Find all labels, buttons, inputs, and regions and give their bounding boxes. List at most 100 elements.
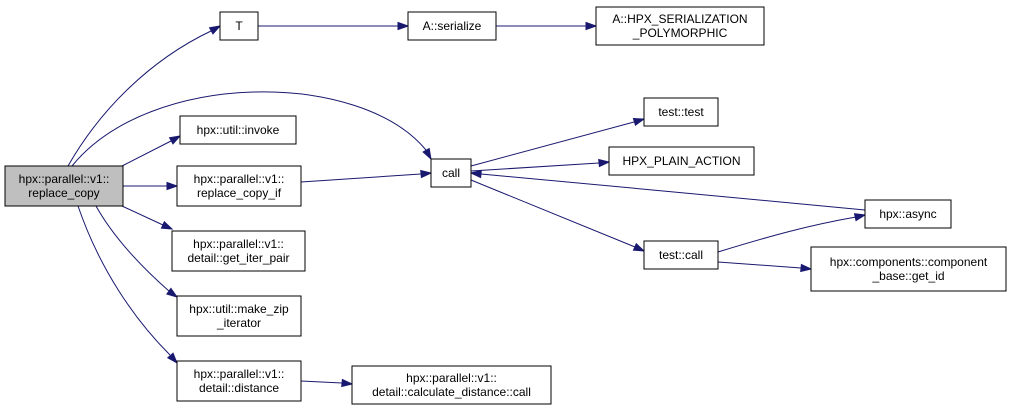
edge-layer (67, 21, 867, 388)
node-label-line: HPX_PLAIN_ACTION (622, 154, 740, 168)
node-box (176, 360, 302, 402)
node-getid[interactable]: hpx::components::component_base::get_id (810, 246, 1007, 292)
node-box (608, 146, 755, 176)
edge-line (470, 162, 600, 172)
node-label-line: _POLYMORPHIC (632, 26, 728, 40)
arrowhead (208, 25, 222, 35)
node-label-line: _iterator (216, 316, 261, 330)
node-label-line: replace_copy_if (197, 186, 282, 200)
node-label-line: hpx::parallel::v1:: (193, 237, 284, 251)
edge-serialize-to-hpxser (496, 21, 598, 31)
edge-root-to-distance (77, 205, 178, 365)
node-label-line: detail::distance (199, 381, 279, 395)
edge-root-to-T (67, 25, 222, 167)
edge-line (717, 261, 802, 269)
node-box (176, 295, 302, 337)
node-testcall[interactable]: test::call (643, 240, 719, 270)
node-label-line: hpx::components::component (830, 255, 988, 269)
node-box (4, 165, 124, 207)
edge-call-to-testcall (470, 179, 646, 252)
arrowhead (800, 263, 813, 273)
arrowhead (585, 21, 598, 31)
edge-root-to-call (71, 91, 432, 167)
node-label-line: A::HPX_SERIALIZATION (612, 12, 747, 26)
arrowhead (166, 352, 178, 365)
arrowhead (166, 287, 179, 298)
arrowhead (160, 220, 174, 230)
node-label-line: hpx::async (879, 207, 936, 221)
edge-async-to-call (469, 169, 866, 211)
arrowhead (341, 378, 354, 388)
arrowhead (853, 213, 867, 222)
node-box (176, 165, 302, 207)
arrowhead (598, 158, 611, 168)
edge-root-to-iterpair (121, 205, 174, 230)
node-plain[interactable]: HPX_PLAIN_ACTION (608, 146, 755, 176)
edge-line (300, 380, 343, 384)
edge-line (470, 121, 635, 167)
node-calcdist[interactable]: hpx::parallel::v1::detail::calculate_dis… (351, 365, 552, 405)
edge-testcall-to-async (717, 213, 867, 253)
node-invoke[interactable]: hpx::util::invoke (179, 115, 297, 145)
node-box (219, 11, 259, 41)
node-label-line: _base::get_id (871, 269, 944, 283)
node-label-line: call (442, 166, 460, 180)
arrowhead (166, 181, 179, 191)
node-box (351, 365, 552, 405)
node-layer: hpx::parallel::v1::replace_copy T A::seria… (4, 6, 1007, 405)
node-T[interactable]: T (219, 11, 259, 41)
arrowhead (632, 242, 646, 252)
node-serialize[interactable]: A::serialize (407, 11, 497, 41)
node-rcif[interactable]: hpx::parallel::v1::replace_copy_if (176, 165, 302, 207)
edge-line (121, 140, 172, 167)
node-label-line: test::call (659, 248, 703, 262)
node-zip[interactable]: hpx::util::make_zip_iterator (176, 295, 302, 337)
node-label-line: hpx::parallel::v1:: (194, 367, 285, 381)
node-label-line: hpx::util::invoke (197, 123, 280, 137)
arrowhead (632, 117, 646, 127)
node-box (810, 246, 1007, 292)
node-label-line: hpx::parallel::v1:: (19, 172, 110, 186)
node-box (179, 115, 297, 145)
node-distance[interactable]: hpx::parallel::v1::detail::distance (176, 360, 302, 402)
node-label-line: hpx::parallel::v1:: (194, 172, 285, 186)
edge-testcall-to-getid (717, 261, 813, 273)
arrowhead (168, 135, 182, 145)
edge-line (480, 173, 866, 211)
arrowhead (469, 169, 482, 179)
node-box (643, 97, 719, 127)
node-label-line: A::serialize (423, 19, 482, 33)
node-iterpair[interactable]: hpx::parallel::v1::detail::get_iter_pair (171, 230, 306, 272)
edge-line (95, 205, 171, 293)
edge-call-to-plain (470, 158, 611, 172)
edge-root-to-rcif (123, 181, 179, 191)
node-label-line: test::test (658, 105, 704, 119)
edge-line (300, 173, 422, 183)
node-call[interactable]: call (430, 158, 472, 188)
node-testtest[interactable]: test::test (643, 97, 719, 127)
arrowhead (422, 147, 432, 161)
node-label-line: detail::get_iter_pair (187, 251, 289, 265)
edge-rcif-to-call (300, 169, 433, 183)
edge-line (717, 216, 857, 253)
node-box (171, 230, 306, 272)
node-label-line: hpx::util::make_zip (189, 302, 289, 316)
node-root[interactable]: hpx::parallel::v1::replace_copy (4, 165, 124, 207)
node-box (595, 6, 765, 46)
edge-distance-to-calcdist (300, 378, 354, 388)
node-label-line: detail::calculate_distance::call (372, 385, 531, 399)
node-hpxser[interactable]: A::HPX_SERIALIZATION_POLYMORPHIC (595, 6, 765, 46)
edge-T-to-serialize (258, 21, 410, 31)
edge-line (121, 205, 164, 226)
node-async[interactable]: hpx::async (864, 199, 952, 229)
edge-line (77, 205, 171, 356)
node-box (407, 11, 497, 41)
node-label-line: T (235, 19, 243, 33)
edge-line (71, 91, 427, 167)
arrowhead (420, 169, 433, 179)
node-label-line: replace_copy (28, 186, 99, 200)
node-box (864, 199, 952, 229)
node-box (430, 158, 472, 188)
edge-call-to-testtest (470, 117, 646, 167)
